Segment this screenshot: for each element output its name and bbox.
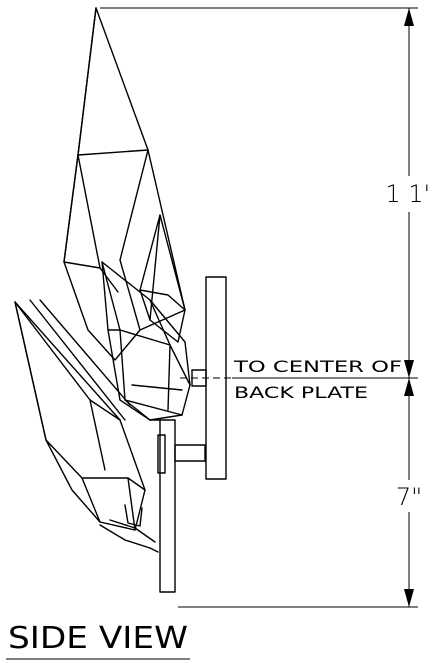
sconce-fixture <box>14 7 227 593</box>
socket-and-wire <box>99 434 166 553</box>
upper-bottom-arrow <box>404 360 414 378</box>
fixture-stem <box>149 419 176 593</box>
dimension-lines <box>100 7 418 608</box>
upper-crystal-shard <box>63 7 186 361</box>
middle-crystal-shards <box>101 214 191 421</box>
callout-line-1: TO CENTER OF <box>233 357 402 376</box>
view-title: SIDE VIEW <box>8 621 188 656</box>
upper-dimension-label: 1 1" <box>385 180 429 208</box>
callout-line-2: BACK PLATE <box>234 383 368 402</box>
lower-top-arrow <box>404 378 414 396</box>
lower-dimension-label: 7" <box>396 483 422 511</box>
upper-top-arrow <box>404 8 414 26</box>
lower-crystal-shard <box>14 299 146 531</box>
lower-bottom-arrow <box>404 589 414 607</box>
